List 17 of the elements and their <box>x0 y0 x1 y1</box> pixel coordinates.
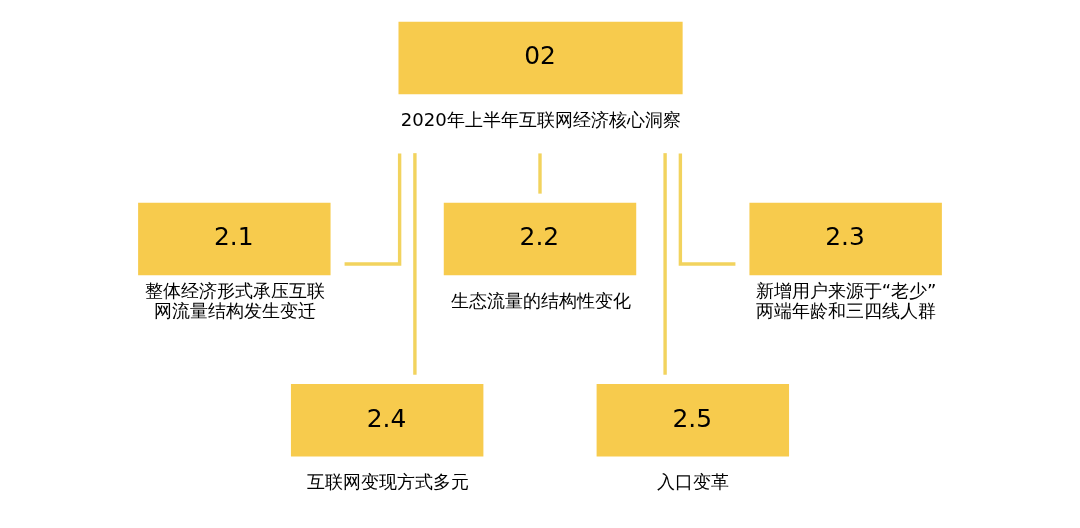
node-label: 整体经济形式承压互联网流量结构发生变迁 <box>144 279 325 321</box>
node-box: 02 <box>398 21 683 95</box>
node-label: 新增用户来源于“老少”两端年龄和三四线人群 <box>755 279 937 321</box>
node-label: 入口变革 <box>656 470 729 492</box>
node-label: 互联网变现方式多元 <box>306 470 469 492</box>
node-box: 2.3 <box>749 202 942 276</box>
connector <box>678 153 736 266</box>
node-box: 2.5 <box>596 384 790 457</box>
connector <box>344 153 402 266</box>
node-label: 生态流量的结构性变化 <box>450 289 631 311</box>
node-box: 2.4 <box>290 384 484 457</box>
connector <box>413 153 417 375</box>
connector <box>663 153 667 375</box>
node-box: 2.2 <box>443 202 637 276</box>
node-label: 2020年上半年互联网经济核心洞察 <box>400 108 681 130</box>
node-box: 2.1 <box>138 202 331 276</box>
connector <box>538 153 542 194</box>
